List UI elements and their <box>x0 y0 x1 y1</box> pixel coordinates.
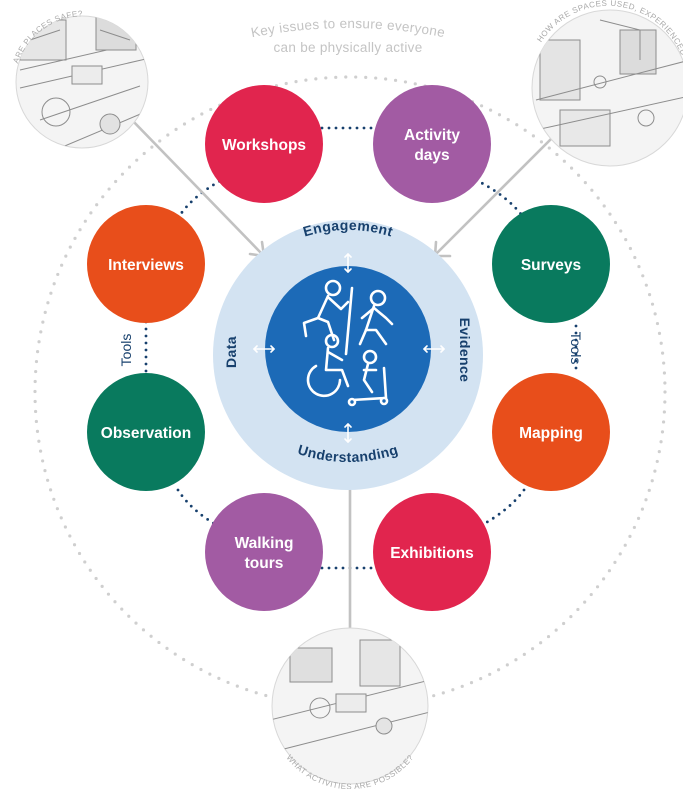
tool-node-workshops: Workshops <box>205 85 323 203</box>
tool-node-label: Activity <box>404 127 460 144</box>
tool-node-circle <box>87 373 205 491</box>
connector-observation-walking <box>176 488 224 530</box>
tool-node-circle <box>373 85 491 203</box>
photo-are-places-safe: ARE PLACES SAFE? <box>11 9 149 149</box>
connector-mapping-exhibitions <box>474 488 526 530</box>
active-people-icon <box>302 279 394 407</box>
tool-node-circle <box>205 85 323 203</box>
tool-node-mapping: Mapping <box>492 373 610 491</box>
double-arrow-left <box>253 345 275 353</box>
tool-node-exhibitions: Exhibitions <box>373 493 491 611</box>
tool-node-label: Interviews <box>108 257 184 274</box>
tool-node-surveys: Surveys <box>492 205 610 323</box>
connector-interviews-workshops <box>176 178 224 220</box>
tools-label-right: Tools <box>568 332 584 365</box>
tool-node-observation: Observation <box>87 373 205 491</box>
core-label-understanding: Understanding <box>296 441 400 465</box>
tool-node-circle <box>373 493 491 611</box>
tool-node-circle <box>492 373 610 491</box>
tool-node-label: Surveys <box>521 257 581 274</box>
double-arrow-top <box>344 253 352 273</box>
tool-node-circle <box>87 205 205 323</box>
tool-node-label: Observation <box>101 425 191 442</box>
outer-dotted-ring <box>33 75 667 709</box>
title-line-2: can be physically active <box>273 40 422 55</box>
tool-node-label-line2: tours <box>245 555 284 572</box>
connector-activity-surveys <box>474 178 526 220</box>
tool-node-label: Walking <box>235 535 294 552</box>
double-arrow-right <box>423 345 445 353</box>
tool-node-label-line2: days <box>414 147 449 164</box>
core-arrows <box>253 253 445 443</box>
photo-how-are-spaces-used: HOW ARE SPACES USED, EXPERIENCED & SHARE… <box>531 0 683 167</box>
tool-node-circle <box>492 205 610 323</box>
core-center <box>265 266 431 432</box>
tool-node-circle <box>205 493 323 611</box>
photo-what-activities: WHAT ACTIVITIES ARE POSSIBLE? <box>271 627 429 789</box>
title-line-1: Key issues to ensure everyone <box>250 16 447 40</box>
core-label-evidence: Evidence <box>457 318 473 383</box>
diagram-title: Key issues to ensure everyone can be phy… <box>250 16 447 55</box>
tool-node-label: Exhibitions <box>390 545 474 562</box>
tool-node-label: Workshops <box>222 137 306 154</box>
double-arrow-bottom <box>344 423 352 443</box>
tool-node-interviews: Interviews <box>87 205 205 323</box>
tools-label-left: Tools <box>118 334 134 367</box>
tool-node-activity-days: Activity days <box>373 85 491 203</box>
connector-line-top-left <box>128 116 264 256</box>
tool-node-walking-tours: Walking tours <box>205 493 323 611</box>
core-label-data: Data <box>223 336 239 368</box>
tool-node-label: Mapping <box>519 425 583 442</box>
connector-line-top-right <box>434 126 564 256</box>
